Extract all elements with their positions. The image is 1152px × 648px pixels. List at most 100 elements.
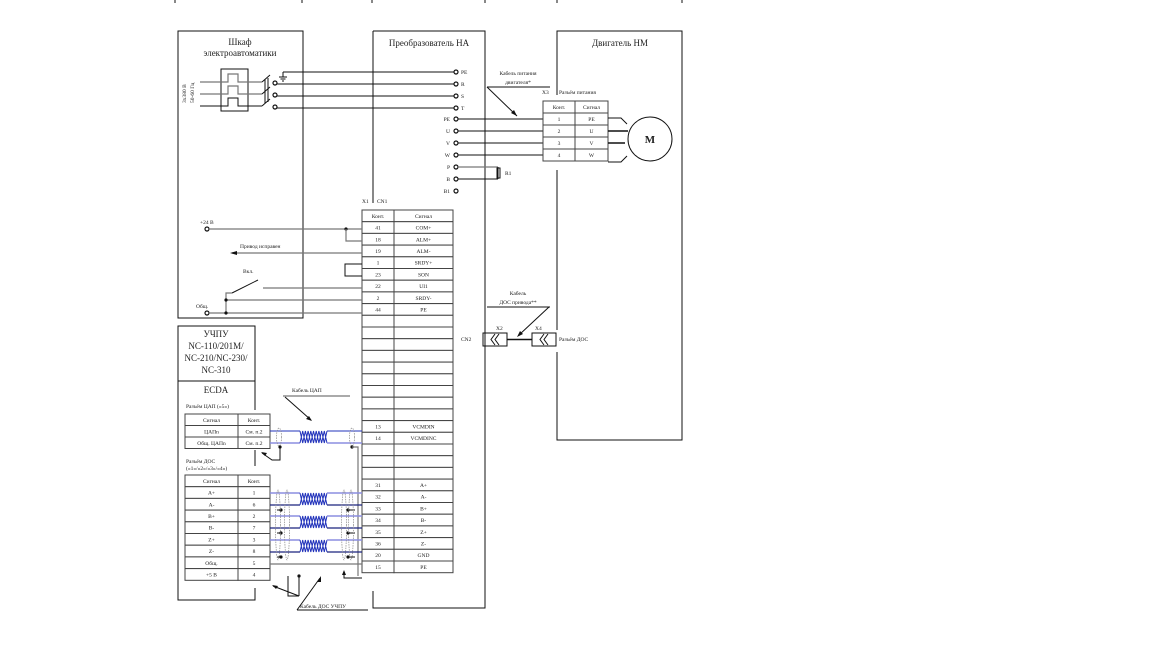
- input-terminal-pe: PE: [461, 70, 468, 76]
- encoder-table-row: Z-8: [184, 544, 271, 558]
- cn1-table-row: [361, 338, 454, 351]
- cn1-table-row: [361, 385, 454, 398]
- x4-label: X4: [535, 326, 542, 332]
- drive-ok-label: Привод исправен: [240, 244, 281, 250]
- drive-encoder-cable-label-2: ДОС привода**: [499, 300, 537, 306]
- encoder-table-row: Общ.5: [184, 556, 271, 570]
- cnc-block: УЧПУ NC-110/201M/ NC-210/NC-230/ NC-310 …: [177, 325, 271, 601]
- x2-label: X2: [496, 326, 503, 332]
- cn1-table-cell: 23: [375, 272, 381, 278]
- ecda-label: ECDA: [204, 385, 229, 395]
- cn1-table-cell: Z-: [421, 541, 426, 547]
- cn1-table-cell: B+: [420, 506, 427, 512]
- input-terminal-t: T: [461, 106, 465, 112]
- cn1-table-cell: 35: [375, 530, 381, 536]
- cn1-table-cell: ALM+: [416, 237, 431, 243]
- output-terminal-w: W: [445, 153, 451, 159]
- cn1-table-cell: A+: [420, 483, 427, 489]
- cn1-table-row: [361, 443, 454, 457]
- cn1-label: CN1: [377, 199, 388, 205]
- encoder-table-cell: A+: [208, 491, 215, 497]
- cn1-table-row: [361, 326, 454, 340]
- ground-icon: [279, 72, 287, 82]
- drive-encoder-cable: Кабель ДОС привода** X2 X4: [482, 290, 557, 347]
- cn2-label: CN2: [461, 337, 472, 343]
- cn1-table-cell: 34: [375, 518, 381, 524]
- encoder-table-cell: A-: [209, 502, 215, 508]
- cn1-table-cell: 13: [375, 424, 381, 430]
- motor-power-table-header: Конт.Сигнал: [542, 100, 609, 114]
- cn1-table-row: [361, 349, 454, 363]
- converter-block: Преобразователь НА X1 CN1 CN2: [362, 30, 486, 609]
- cn1-table-row: [361, 361, 454, 375]
- dac-cable: Кабель ЦАП: [261, 387, 362, 576]
- common-label: Общ.: [196, 303, 209, 310]
- cn1-table-cell: VCMDINC: [411, 436, 437, 442]
- cn1-table-row: [361, 455, 454, 468]
- cnc-title-1: УЧПУ: [203, 329, 229, 339]
- encoder-table-cell: Z-: [209, 549, 214, 555]
- cn1-table-cell: PE: [420, 565, 427, 571]
- dac-cable-label: Кабель ЦАП: [292, 387, 322, 394]
- cn1-table-cell: UI1: [419, 284, 428, 290]
- cn1-table-cell: PE: [420, 307, 427, 313]
- encoder-table-row: Z+3: [184, 533, 271, 546]
- cn1-table-row: [361, 396, 454, 410]
- dac-table-cell: Общ. ЦАПn: [197, 440, 226, 447]
- cn1-table-cell: 32: [375, 495, 381, 501]
- motor-power-table-cell: 3: [558, 141, 561, 147]
- dac-table-row: ЦАПn См. п.2: [184, 425, 271, 438]
- encoder-table-cell: B+: [208, 514, 215, 520]
- encoder-table-row: A-6: [184, 497, 271, 511]
- dac-connector-label: Разъём ЦАП («5»): [186, 403, 229, 410]
- encoder-table-cell: Конт.: [248, 479, 261, 485]
- encoder-table-cell: 4: [253, 572, 256, 578]
- cn1-table-row: [361, 466, 454, 480]
- cn1-table-row: [361, 314, 454, 328]
- motor-title: Двигатель НМ: [592, 38, 648, 48]
- v24-label: +24 В: [200, 220, 214, 226]
- x1-label: X1: [362, 199, 369, 205]
- converter-title: Преобразователь НА: [389, 38, 470, 48]
- cn1-table-row: 44 PE: [361, 303, 454, 316]
- input-terminal-r: R: [461, 82, 465, 88]
- motor-power-cable-label: Кабель питания двигателя*: [486, 70, 550, 117]
- dac-table-cell: ЦАПn: [204, 429, 219, 435]
- encoder-connector-label: Разъём ДОС: [559, 337, 589, 343]
- cnc-title-3: NC-210/NC-230/: [185, 353, 248, 363]
- cn1-table-cell: 18: [375, 237, 381, 243]
- dac-table-cell: См. п.2: [246, 429, 263, 435]
- cn1-table-cell: 44: [375, 307, 381, 313]
- motor-icon: [627, 116, 673, 162]
- output-terminal-b1: B1: [444, 189, 451, 195]
- motor-power-table-cell: W: [589, 153, 595, 159]
- cnc-title-2: NC-110/201M/: [188, 341, 244, 351]
- motor-block: Двигатель НМ X3 Разъём питания Конт.Сигн…: [542, 30, 683, 441]
- encoder-table-cell: 5: [253, 561, 256, 567]
- encoder-twisted-pair: [270, 515, 362, 535]
- cabinet-title-2: электроавтоматики: [204, 48, 277, 58]
- cn1-table-cell: ALM-: [416, 249, 430, 255]
- motor-power-table-cell: 1: [558, 117, 561, 123]
- connector-x4-icon: [531, 332, 557, 347]
- encoder-table-row: A+1: [184, 486, 271, 499]
